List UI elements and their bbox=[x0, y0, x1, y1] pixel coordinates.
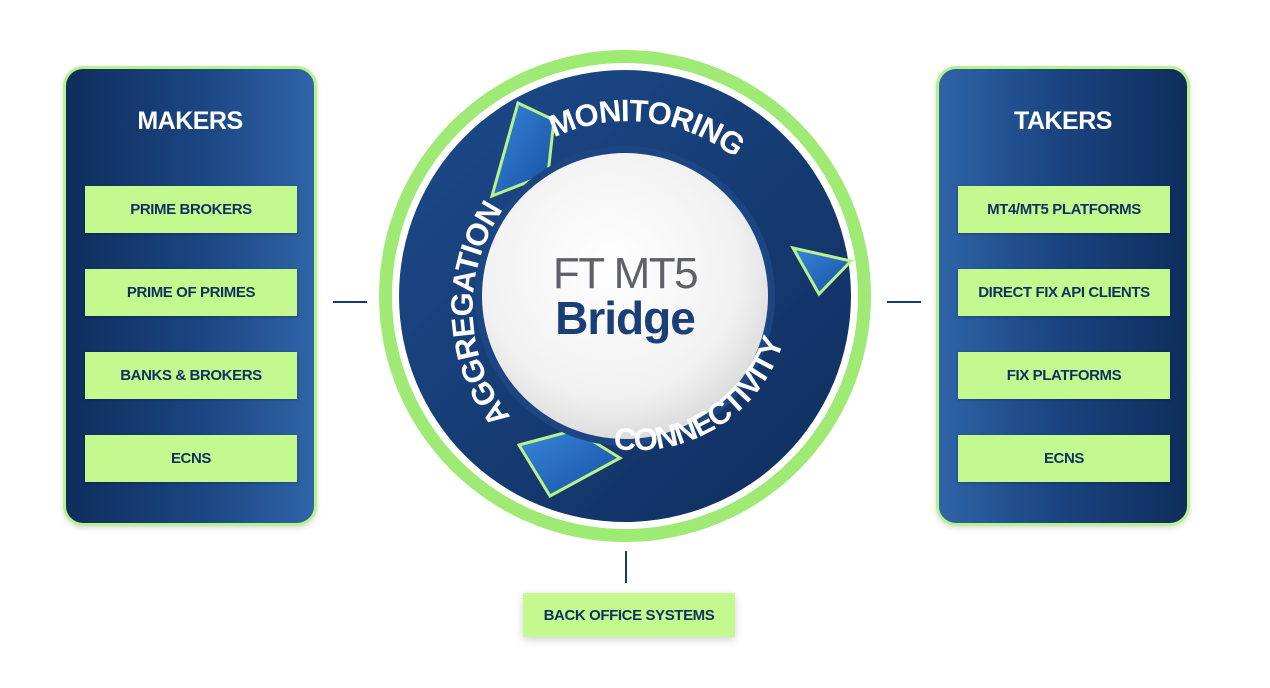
takers-item-ecns: ECNS bbox=[958, 435, 1170, 482]
takers-item-direct-fix-api-clients: DIRECT FIX API CLIENTS bbox=[958, 269, 1170, 316]
chevron-bottom-left bbox=[516, 428, 623, 498]
takers-panel: TAKERS MT4/MT5 PLATFORMS DIRECT FIX API … bbox=[936, 66, 1190, 526]
right-connector bbox=[887, 301, 921, 303]
makers-item-prime-of-primes: PRIME OF PRIMES bbox=[85, 269, 297, 316]
takers-item-fix-platforms: FIX PLATFORMS bbox=[958, 352, 1170, 399]
chevron-right bbox=[790, 245, 854, 297]
hub-title-line1: FT MT5 bbox=[553, 249, 697, 298]
hub-title-line2: Bridge bbox=[555, 292, 695, 344]
makers-panel: MAKERS PRIME BROKERS PRIME OF PRIMES BAN… bbox=[63, 66, 317, 526]
makers-item-prime-brokers: PRIME BROKERS bbox=[85, 186, 297, 233]
makers-item-banks-brokers: BANKS & BROKERS bbox=[85, 352, 297, 399]
back-office-systems-box: BACK OFFICE SYSTEMS bbox=[523, 593, 735, 637]
bottom-connector bbox=[625, 551, 627, 583]
makers-title: MAKERS bbox=[137, 107, 243, 135]
bridge-hub-diagram: MONITORING AGGREGATION CONNECTIVITY FT M… bbox=[379, 50, 871, 542]
makers-item-ecns: ECNS bbox=[85, 435, 297, 482]
takers-title: TAKERS bbox=[1014, 107, 1112, 135]
center-disk bbox=[482, 153, 768, 439]
takers-item-mt4-mt5-platforms: MT4/MT5 PLATFORMS bbox=[958, 186, 1170, 233]
left-connector bbox=[333, 301, 367, 303]
